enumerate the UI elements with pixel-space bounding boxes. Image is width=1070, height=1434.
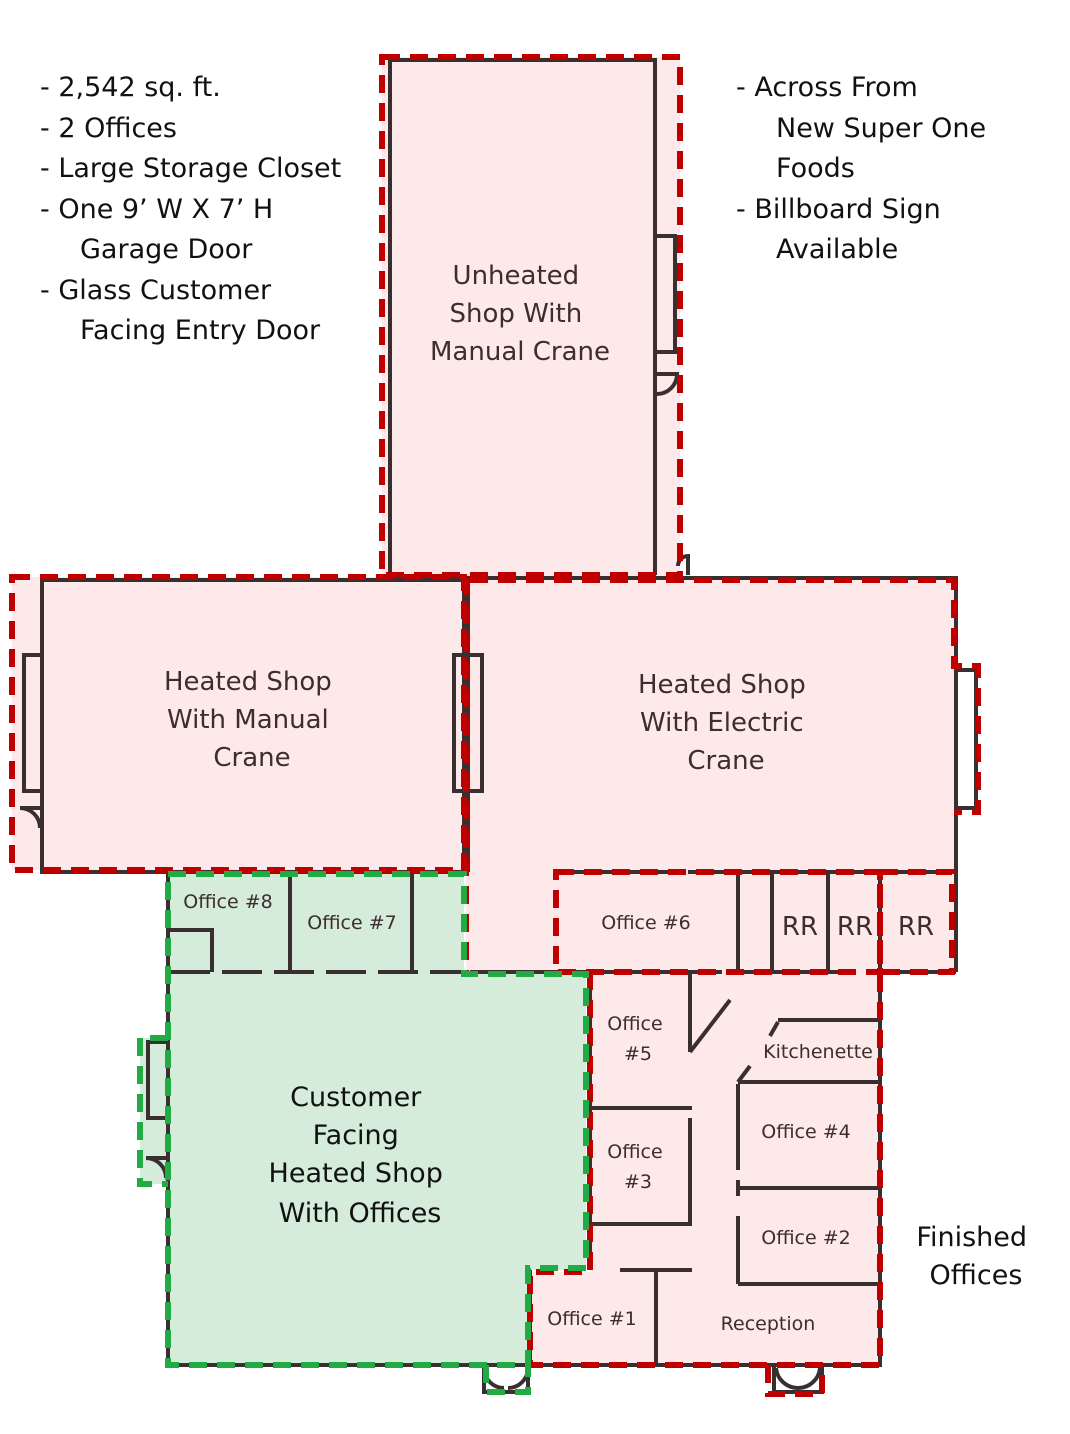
heated-manual-fill xyxy=(12,577,464,870)
feature-item: - 2,542 sq. ft. xyxy=(40,72,221,103)
customer-area-outline xyxy=(137,871,589,1395)
customer-area-fill xyxy=(168,874,586,1365)
restroom-1-label: RR xyxy=(782,912,818,942)
location-note: - Billboard Sign xyxy=(736,193,941,225)
leased-area-outlines xyxy=(9,54,981,1397)
features-list: - 2,542 sq. ft. - 2 Offices - Large Stor… xyxy=(40,68,341,352)
location-note: Available xyxy=(776,234,899,265)
restroom-3-label: RR xyxy=(898,912,934,942)
office-6-label: Office #6 xyxy=(601,912,691,934)
reception-label: Reception xyxy=(721,1313,816,1335)
heated-electric-shop-label: Heated Shop With Electric Crane xyxy=(638,670,814,776)
customer-shop-label: Customer Facing Heated Shop With Offices xyxy=(269,1082,452,1229)
finished-offices-fill xyxy=(530,872,952,1365)
restroom-2-label: RR xyxy=(837,912,873,942)
location-notes: - Across From New Super One Foods - Bill… xyxy=(736,68,986,271)
feature-item: - 2 Offices xyxy=(40,112,177,144)
office-1-label: Office #1 xyxy=(547,1308,637,1330)
feature-item: - Large Storage Closet xyxy=(40,153,342,184)
office-8-label: Office #8 xyxy=(183,891,273,913)
location-note: Foods xyxy=(776,153,855,184)
feature-item: - One 9’ W X 7’ H xyxy=(40,193,274,225)
feature-item: - Glass Customer xyxy=(40,274,272,306)
feature-item: Facing Entry Door xyxy=(80,315,321,346)
unheated-shop-label: Unheated Shop With Manual Crane xyxy=(430,261,610,367)
heated-manual-shop-label: Heated Shop With Manual Crane xyxy=(164,667,340,773)
office-2-label: Office #2 xyxy=(761,1227,851,1249)
unheated-shop-fill xyxy=(382,57,680,577)
location-note: New Super One xyxy=(776,112,987,144)
office-3-label: Office #3 xyxy=(607,1141,669,1193)
customer-door-fill xyxy=(140,1038,168,1184)
kitchenette-label: Kitchenette xyxy=(763,1041,873,1063)
feature-item: Garage Door xyxy=(80,234,253,265)
finished-offices-label: Finished Offices xyxy=(916,1222,1035,1291)
office-5-label: Office #5 xyxy=(607,1013,669,1065)
location-note: - Across From xyxy=(736,72,918,103)
office-4-label: Office #4 xyxy=(761,1121,851,1143)
office-7-label: Office #7 xyxy=(307,912,397,934)
